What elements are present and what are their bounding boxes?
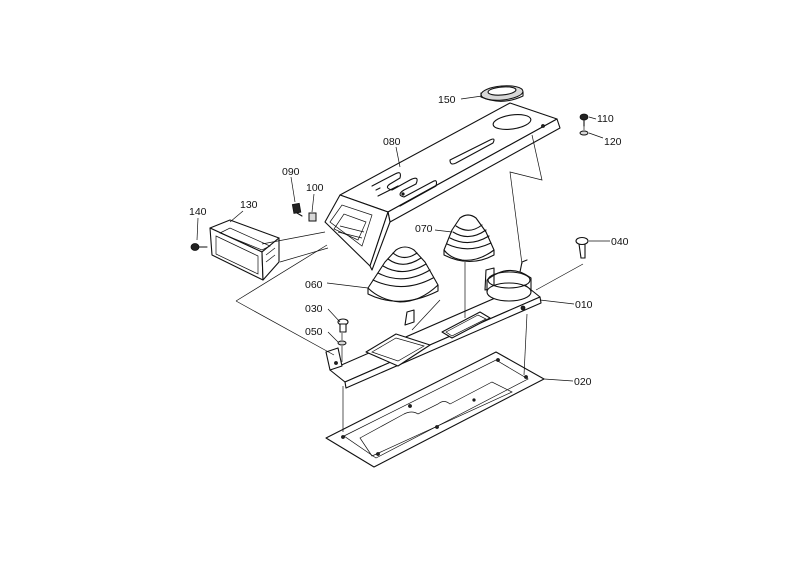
screw-110[interactable] [579,113,589,127]
bolt-040[interactable] [575,236,589,259]
rubber-boot-060[interactable] [367,246,439,303]
label-090: 090 [282,166,300,178]
label-140: 140 [189,206,207,218]
label-050: 050 [305,326,323,338]
label-060: 060 [305,279,323,291]
label-020: 020 [574,376,592,388]
label-150: 150 [438,94,456,106]
label-110: 110 [597,113,614,125]
label-040: 040 [611,236,629,248]
assembly-lines [235,126,585,432]
part-labels: 150 080 110 120 090 100 130 140 070 040 … [189,94,629,388]
lamp-housing-130[interactable] [209,219,280,281]
leader-lines [196,95,610,382]
nut-100[interactable] [308,212,317,222]
rubber-boot-070[interactable] [443,214,495,263]
label-010: 010 [575,299,593,311]
bolt-030[interactable] [337,318,349,333]
console-cover-080[interactable] [324,102,561,271]
washer-050[interactable] [337,340,347,346]
screw-140[interactable] [190,243,208,251]
bolt-090[interactable] [291,202,303,217]
grommet-150[interactable] [480,84,524,102]
washer-120[interactable] [579,130,589,136]
label-030: 030 [305,303,323,315]
base-bracket-010[interactable] [325,259,542,389]
label-080: 080 [383,136,401,148]
label-070: 070 [415,223,433,235]
label-130: 130 [240,199,258,211]
label-120: 120 [604,136,622,148]
label-100: 100 [306,182,324,194]
